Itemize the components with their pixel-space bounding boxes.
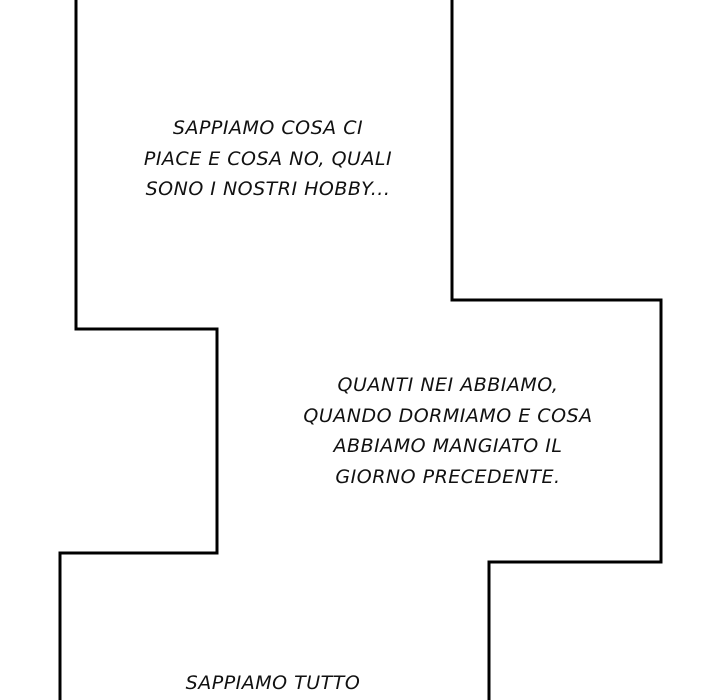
right-panel-border xyxy=(450,0,663,700)
caption-line: PIACE E COSA NO, QUALI xyxy=(143,147,393,170)
caption-line: ABBIAMO MANGIATO IL xyxy=(333,435,563,457)
caption-1: SAPPIAMO COSA CI PIACE E COSA NO, QUALI … xyxy=(144,113,392,205)
caption-line: QUANDO DORMIAMO E COSA xyxy=(303,404,593,427)
caption-2: QUANTI NEI ABBIAMO, QUANDO DORMIAMO E CO… xyxy=(303,370,592,492)
caption-line: SONO I NOSTRI HOBBY... xyxy=(145,178,391,200)
caption-line: SAPPIAMO COSA CI xyxy=(172,117,364,139)
left-panel-border xyxy=(58,0,219,700)
caption-line: QUANTI NEI ABBIAMO, xyxy=(337,374,559,396)
caption-line: GIORNO PRECEDENTE. xyxy=(335,465,561,488)
caption-line: SAPPIAMO TUTTO xyxy=(185,672,361,694)
caption-3: SAPPIAMO TUTTO xyxy=(186,668,361,699)
